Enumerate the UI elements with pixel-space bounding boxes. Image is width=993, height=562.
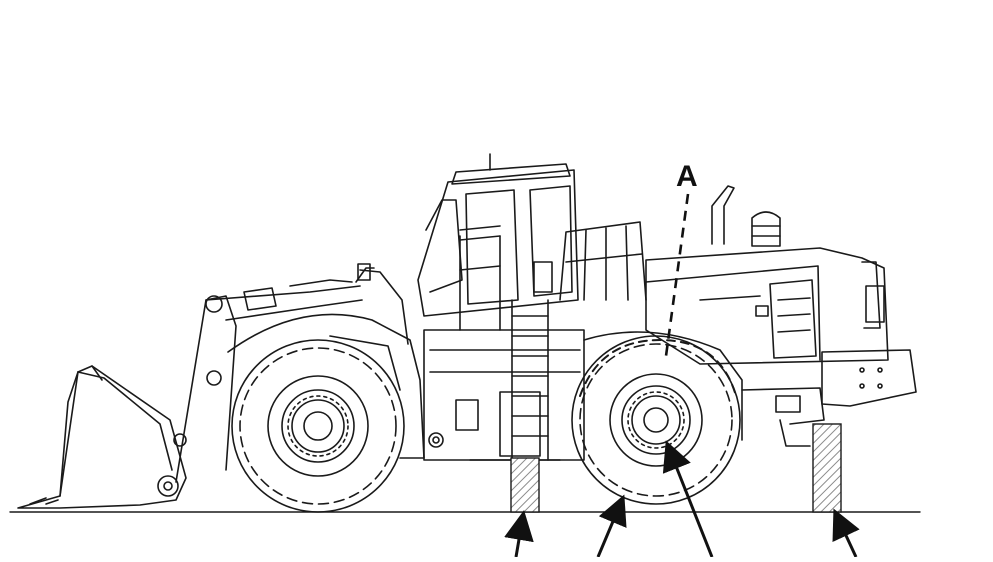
beacon-light <box>751 211 781 247</box>
lift-arm <box>175 279 363 483</box>
rear-frame <box>583 331 825 447</box>
exhaust-stack <box>711 185 735 245</box>
rear-tire <box>571 335 741 505</box>
callout-a-leader <box>664 193 690 357</box>
operator-cab <box>417 153 579 317</box>
engine-hood <box>645 247 889 365</box>
callout-label-a: A <box>676 160 698 193</box>
support-stand-front <box>510 457 540 513</box>
center-frame <box>423 299 585 461</box>
arrow-front-stand <box>504 510 534 558</box>
counterweight <box>821 349 917 407</box>
arrow-rear-stand <box>832 508 860 558</box>
front-tire <box>231 339 405 513</box>
front-frame <box>227 263 444 459</box>
handrails <box>459 221 647 331</box>
highlight-zone-dashed <box>579 339 737 397</box>
arrow-rear-hub <box>662 440 714 558</box>
arrow-rear-tire-tread <box>596 494 627 558</box>
support-stand-rear <box>812 423 842 513</box>
bucket <box>17 365 187 509</box>
